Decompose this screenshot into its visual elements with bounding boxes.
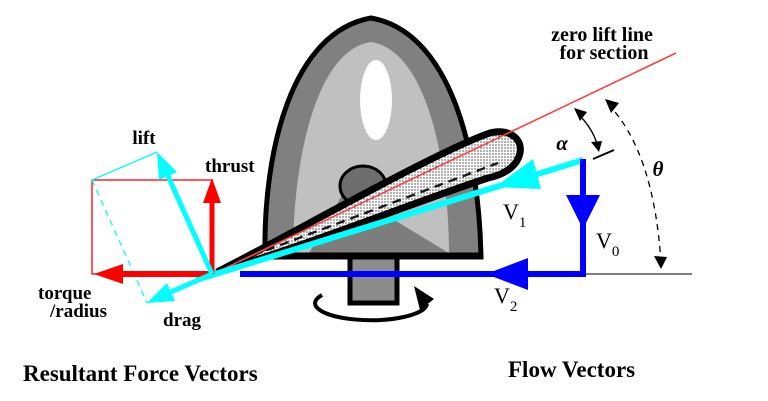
flow-vectors-caption: Flow Vectors [508,357,635,382]
resultant-force-vectors-caption: Resultant Force Vectors [23,361,258,386]
rotation-arrowhead-icon [414,286,434,310]
rotation-arrow [313,286,434,323]
v0-arrowhead-icon [566,195,600,229]
force-parallelogram-cyan-upper [91,151,158,181]
zero-lift-line-label-line2: for section [559,42,648,64]
v1-group [195,157,584,283]
v2-label: V2 [494,283,517,315]
v0-label-sub: 0 [612,244,620,260]
torque-arrowhead-icon [94,264,123,284]
v0-label-base: V [596,228,612,253]
v2-arrowhead-icon [486,258,528,290]
theta-label: θ [653,157,664,181]
theta-angle-arc [607,103,662,264]
v1-label-base: V [503,199,519,224]
angle-annotations [574,99,667,269]
v2-label-sub: 2 [510,299,518,315]
propeller-shaft [347,254,400,306]
zero-lift-line [212,52,677,275]
drag-vector [169,271,214,295]
zero-lift-line-label-line1: zero lift line [551,24,653,46]
drag-arrowhead-icon [147,283,175,303]
torque-label-line1: torque [38,283,91,304]
thrust-label: thrust [205,156,255,177]
v0-label: V0 [596,228,619,260]
v1-arrowhead-icon [495,159,541,189]
v1-label-sub: 1 [519,215,527,231]
alpha-label: α [556,131,568,155]
lift-vector [165,174,215,276]
lift-arrowhead-icon [157,152,177,180]
blade-chord-line [237,161,499,263]
force-parallelogram-cyan-lower [91,179,148,304]
alpha-arrowhead-top-icon [574,108,587,121]
thrust-arrowhead-icon [203,178,221,203]
theta-arrowhead-bottom-icon [654,256,667,269]
flow-vectors-group [240,258,692,290]
torque-label-line2: /radius [49,301,107,322]
v1-label: V1 [503,199,526,231]
alpha-tick-mark [592,149,615,160]
force-diagram-group [91,151,221,304]
labels-group: lift thrust torque /radius drag zero lif… [23,24,664,386]
lift-label: lift [132,128,156,149]
drag-label: drag [163,310,202,331]
theta-arrowhead-top-icon [605,99,619,113]
alpha-arrowhead-bottom-icon [591,141,602,152]
rotation-arc [313,293,429,323]
blade-group [212,52,677,275]
spinner-highlight [360,60,392,140]
blade-airfoil [215,128,524,275]
v2-label-base: V [494,283,510,308]
v0-group [566,159,600,277]
force-parallelogram-red [91,179,213,275]
